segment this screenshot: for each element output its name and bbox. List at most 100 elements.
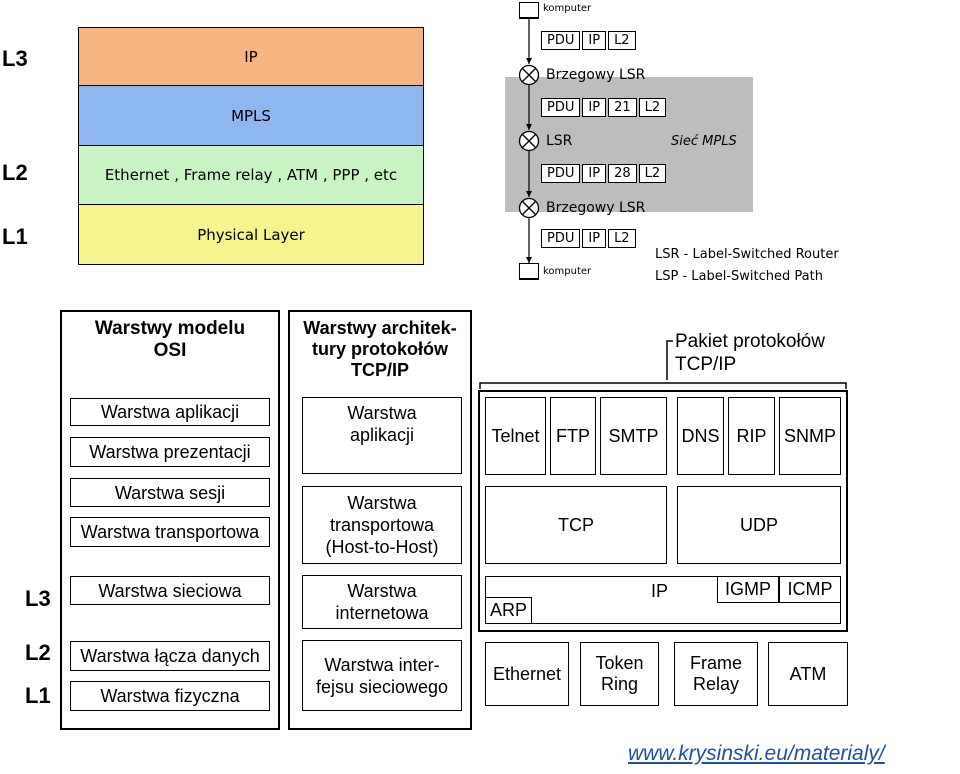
- stack-layer-physical-label: Physical Layer: [197, 225, 305, 244]
- suite-bracket: [479, 340, 847, 389]
- mpls-network-label: Sieć MPLS: [671, 134, 737, 149]
- packet-3: PDU IP 28 L2: [541, 164, 668, 183]
- proto-igmp: IGMP: [717, 576, 779, 603]
- layer-label-l1: L1: [2, 224, 28, 249]
- layer-label-l2: L2: [2, 160, 28, 185]
- osi-label-l1: L1: [25, 683, 51, 708]
- computer-top-label: komputer: [543, 3, 592, 14]
- suite-title-line2: TCP/IP: [675, 354, 737, 375]
- packet-2-l2: L2: [638, 98, 667, 117]
- stack-layer-physical: Physical Layer: [78, 205, 424, 265]
- edge-lsr-top-icon: [518, 64, 540, 86]
- packet-4-l2: L2: [608, 229, 636, 248]
- proto-rip: RIP: [728, 397, 775, 475]
- lsr-icon: [518, 130, 540, 152]
- lsr-label: LSR: [546, 133, 573, 149]
- proto-telnet: Telnet: [485, 397, 546, 475]
- stack-layer-mpls-label: MPLS: [231, 106, 271, 125]
- link-token-ring-line2: Ring: [600, 674, 639, 694]
- tcpip-trans-line2: transportowa: [329, 515, 435, 535]
- osi-layer-transport: Warstwa transportowa: [70, 517, 270, 547]
- packet-2-label: 21: [608, 98, 637, 117]
- packet-3-pdu: PDU: [541, 164, 581, 183]
- packet-1-ip: IP: [582, 31, 607, 50]
- link-frame-relay-line2: Relay: [692, 674, 740, 694]
- edge-lsr-bottom-label: Brzegowy LSR: [546, 200, 646, 216]
- tcpip-layer-transport: Warstwa transportowa (Host-to-Host): [302, 486, 462, 564]
- tcpip-inet-line2: internetowa: [335, 603, 429, 623]
- osi-label-l3: L3: [25, 586, 51, 611]
- edge-lsr-bottom-icon: [518, 197, 540, 219]
- tcpip-arch-title-line2: tury protokołów: [312, 339, 448, 359]
- osi-layer-network: Warstwa sieciowa: [70, 576, 270, 605]
- osi-layer-datalink: Warstwa łącza danych: [70, 641, 270, 671]
- tcpip-app-line2: aplikacji: [349, 425, 415, 445]
- packet-1-pdu: PDU: [541, 31, 581, 50]
- tcpip-net-line2: fejsu sieciowego: [315, 676, 449, 697]
- tcpip-arch-title: Warstwy architek- tury protokołów TCP/IP: [288, 318, 472, 381]
- tcpip-inet-line1: Warstwa: [347, 581, 417, 601]
- tcpip-layer-application: Warstwa aplikacji: [302, 397, 462, 474]
- osi-layer-presentation: Warstwa prezentacji: [70, 437, 270, 467]
- link-token-ring-line1: Token: [595, 653, 644, 673]
- suite-title: Pakiet protokołów TCP/IP: [675, 330, 825, 376]
- link-frame-relay-line1: Frame: [689, 653, 742, 673]
- packet-1: PDU IP L2: [541, 31, 638, 50]
- tcpip-layer-network-interface: Warstwa inter- fejsu sieciowego: [302, 640, 462, 711]
- tcpip-trans-line3: (Host-to-Host): [325, 537, 439, 557]
- proto-arp: ARP: [485, 597, 532, 624]
- proto-snmp: SNMP: [779, 397, 841, 475]
- link-frame-relay: Frame Relay: [674, 642, 758, 706]
- stack-layer-datalink-label: Ethernet , Frame relay , ATM , PPP , etc: [104, 166, 398, 184]
- footer-link[interactable]: www.krysinski.eu/materialy/: [628, 742, 885, 765]
- packet-2: PDU IP 21 L2: [541, 98, 668, 117]
- layer-label-l3: L3: [2, 46, 28, 71]
- edge-lsr-top-label: Brzegowy LSR: [546, 67, 646, 83]
- osi-layer-physical: Warstwa fizyczna: [70, 681, 270, 711]
- tcpip-layer-internet: Warstwa internetowa: [302, 575, 462, 629]
- mpls-path-line: [526, 17, 532, 263]
- osi-layer-application: Warstwa aplikacji: [70, 398, 270, 426]
- packet-4: PDU IP L2: [541, 229, 638, 248]
- legend-lsp: LSP - Label-Switched Path: [655, 269, 823, 284]
- tcpip-arch-title-line3: TCP/IP: [350, 360, 409, 380]
- proto-udp: UDP: [677, 486, 841, 564]
- proto-tcp: TCP: [485, 486, 667, 564]
- osi-title-line2: OSI: [153, 340, 187, 361]
- proto-ip: IP: [651, 581, 669, 601]
- packet-3-l2: L2: [638, 164, 667, 183]
- packet-3-ip: IP: [582, 164, 607, 183]
- stack-layer-mpls: MPLS: [78, 86, 424, 146]
- link-token-ring: Token Ring: [580, 642, 659, 706]
- osi-label-l2: L2: [25, 640, 51, 665]
- stack-layer-datalink: Ethernet , Frame relay , ATM , PPP , etc: [78, 146, 424, 205]
- stack-layer-ip-label: IP: [244, 47, 258, 66]
- stack-layer-ip: IP: [78, 27, 424, 86]
- proto-ftp: FTP: [550, 397, 596, 475]
- tcpip-net-line1: Warstwa inter-: [324, 654, 440, 675]
- computer-bottom-label: komputer: [543, 266, 592, 277]
- proto-smtp: SMTP: [600, 397, 667, 475]
- proto-dns: DNS: [677, 397, 724, 475]
- suite-panel: [478, 390, 848, 632]
- computer-bottom-icon: [519, 263, 539, 280]
- tcpip-arch-panel: [288, 310, 472, 730]
- computer-top-icon: [519, 2, 539, 19]
- packet-1-l2: L2: [608, 31, 636, 50]
- suite-title-line1: Pakiet protokołów: [675, 331, 825, 352]
- tcpip-arch-title-line1: Warstwy architek-: [303, 318, 457, 338]
- link-ethernet: Ethernet: [485, 642, 569, 706]
- osi-title-line1: Warstwy modelu: [94, 318, 246, 339]
- packet-2-ip: IP: [582, 98, 607, 117]
- link-atm: ATM: [768, 642, 848, 706]
- osi-layer-session: Warstwa sesji: [70, 478, 270, 507]
- tcpip-app-line1: Warstwa: [347, 403, 417, 423]
- proto-icmp: ICMP: [779, 576, 841, 603]
- packet-4-pdu: PDU: [541, 229, 581, 248]
- packet-3-label: 28: [608, 164, 637, 183]
- packet-4-ip: IP: [582, 229, 607, 248]
- tcpip-trans-line1: Warstwa: [347, 493, 417, 513]
- osi-title: Warstwy modelu OSI: [60, 318, 280, 362]
- legend-lsr: LSR - Label-Switched Router: [655, 247, 839, 262]
- packet-2-pdu: PDU: [541, 98, 581, 117]
